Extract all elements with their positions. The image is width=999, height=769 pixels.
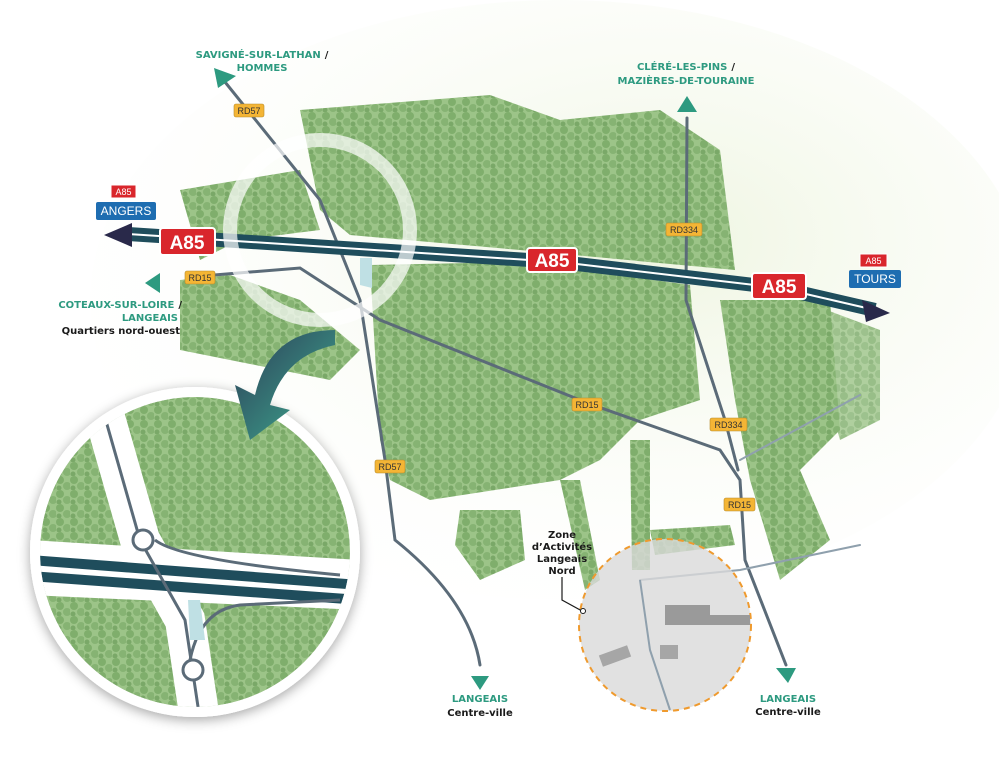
svg-text:TOURS: TOURS — [854, 272, 896, 286]
forest — [180, 95, 880, 590]
zoom-arrow-icon — [235, 330, 335, 440]
badge-rd57-south: RD57 — [374, 459, 406, 474]
badge-rd15-center: RD15 — [571, 397, 603, 412]
highway-a85 — [127, 227, 877, 317]
arrow-north-east-icon — [677, 96, 697, 112]
label-west: COTEAUX-SUR-LOIRE/ LANGEAIS Quartiers no… — [58, 300, 182, 337]
svg-text:SAVIGNÉ-SUR-LATHAN/: SAVIGNÉ-SUR-LATHAN/ — [196, 48, 329, 61]
svg-text:LANGEAIS: LANGEAIS — [122, 313, 178, 324]
road-rd57 — [223, 80, 482, 667]
svg-text:RD15: RD15 — [188, 273, 211, 283]
svg-text:RD15: RD15 — [575, 400, 598, 410]
svg-text:CLÉRÉ-LES-PINS/: CLÉRÉ-LES-PINS/ — [637, 60, 735, 73]
svg-text:MAZIÈRES-DE-TOURAINE: MAZIÈRES-DE-TOURAINE — [618, 74, 755, 87]
a85-badge-west: A85 — [159, 227, 216, 256]
label-south-center: LANGEAIS Centre-ville — [447, 694, 513, 719]
pond — [360, 258, 372, 288]
direction-arrows — [104, 68, 890, 690]
arrow-north-west-icon — [214, 68, 236, 88]
svg-text:A85: A85 — [535, 251, 570, 272]
label-north-west: SAVIGNÉ-SUR-LATHAN/ HOMMES — [196, 48, 329, 74]
arrow-south-center-icon — [471, 676, 489, 690]
svg-text:RD334: RD334 — [714, 420, 742, 430]
zoom-source-circle — [223, 133, 417, 327]
sign-angers: A85 ANGERS — [96, 184, 156, 220]
road-rd334 — [684, 116, 740, 472]
svg-text:A85: A85 — [865, 256, 881, 266]
svg-text:Nord: Nord — [548, 566, 575, 577]
svg-text:HOMMES: HOMMES — [237, 63, 288, 74]
svg-text:d’Activités: d’Activités — [532, 541, 592, 553]
a85-badge-center: A85 — [526, 247, 578, 273]
svg-text:Langeais: Langeais — [537, 554, 587, 565]
label-south-east: LANGEAIS Centre-ville — [755, 694, 821, 718]
svg-text:Centre-ville: Centre-ville — [447, 708, 513, 719]
zone-pointer-dot — [580, 608, 586, 614]
a85-badge-east: A85 — [751, 272, 807, 300]
svg-text:A85: A85 — [170, 233, 205, 254]
arrow-west-icon — [145, 273, 160, 293]
svg-text:ANGERS: ANGERS — [101, 204, 152, 218]
svg-text:LANGEAIS: LANGEAIS — [760, 694, 816, 705]
zoom-inset — [30, 387, 360, 717]
arrow-angers-icon — [104, 223, 132, 247]
badge-rd334-north: RD334 — [665, 222, 703, 237]
badge-rd15-east: RD15 — [723, 497, 756, 512]
svg-text:RD57: RD57 — [378, 462, 401, 472]
road-rd15 — [188, 266, 788, 667]
svg-text:Zone: Zone — [548, 530, 576, 541]
svg-text:RD15: RD15 — [728, 500, 751, 510]
badge-rd15-west: RD15 — [184, 270, 216, 285]
svg-text:LANGEAIS: LANGEAIS — [452, 694, 508, 705]
badge-rd334-south: RD334 — [709, 417, 748, 432]
svg-text:RD334: RD334 — [670, 225, 698, 235]
svg-text:COTEAUX-SUR-LOIRE/: COTEAUX-SUR-LOIRE/ — [58, 300, 182, 311]
arrow-tours-icon — [862, 300, 890, 322]
zone-activites[interactable] — [578, 538, 752, 712]
svg-text:Centre-ville: Centre-ville — [755, 707, 821, 718]
badge-rd57-north: RD57 — [233, 103, 265, 118]
svg-text:A85: A85 — [115, 187, 131, 197]
label-north-east: CLÉRÉ-LES-PINS/ MAZIÈRES-DE-TOURAINE — [618, 60, 755, 87]
svg-text:A85: A85 — [762, 277, 797, 298]
svg-text:RD57: RD57 — [237, 106, 260, 116]
rd-badges: RD57 RD57 RD15 RD15 RD15 RD334 RD334 — [184, 103, 756, 512]
zone-pointer — [561, 577, 583, 612]
sign-tours: A85 TOURS — [849, 253, 901, 288]
arrow-south-east-icon — [776, 668, 796, 683]
svg-text:Quartiers nord-ouest: Quartiers nord-ouest — [62, 326, 181, 337]
label-zone: Zone d’Activités Langeais Nord — [532, 530, 592, 577]
